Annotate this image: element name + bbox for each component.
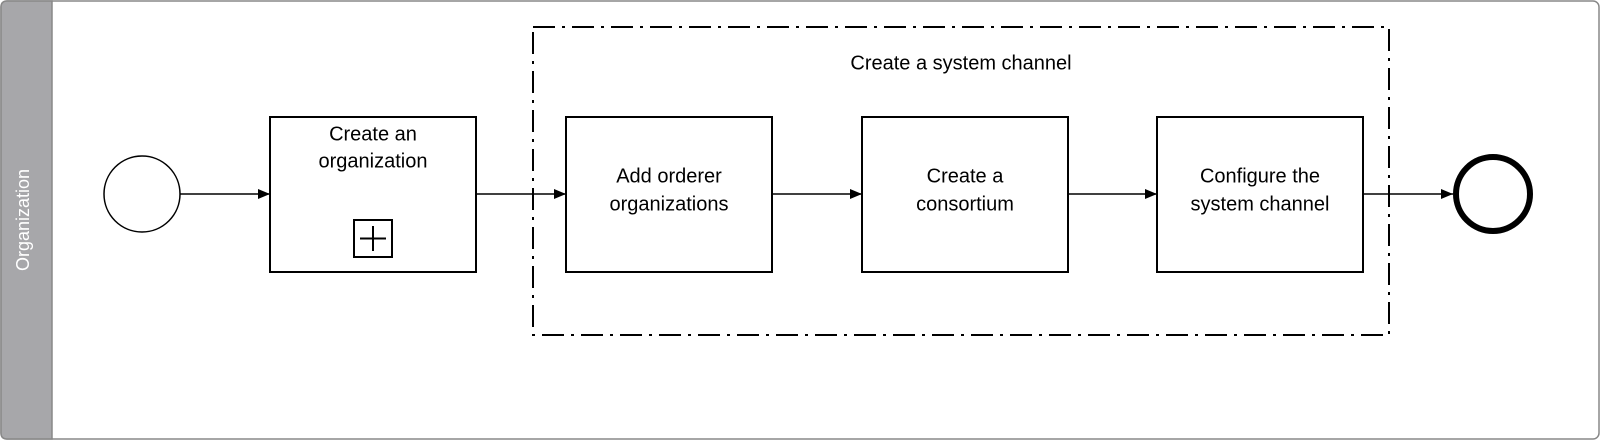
task-create-organization: Create an organization (269, 116, 477, 273)
lane-label: Organization (13, 169, 33, 271)
group-box (532, 26, 1390, 336)
task-label-line2: organizations (610, 193, 729, 215)
task-box (565, 116, 773, 273)
group-label: Create a system channel (850, 52, 1071, 74)
task-configure-system-channel: Configure the system channel (1156, 116, 1364, 273)
task-create-consortium: Create a consortium (861, 116, 1069, 273)
end-event (1453, 154, 1533, 234)
task-label-line2: organization (319, 150, 428, 172)
task-add-orderer-organizations: Add orderer organizations (565, 116, 773, 273)
task-label-line1: Create an (329, 123, 417, 145)
task-label-line1: Add orderer (616, 165, 722, 187)
task-label-line2: consortium (916, 193, 1014, 215)
task-label-line2: system channel (1191, 193, 1330, 215)
collapsed-subprocess-plus-icon (353, 219, 393, 258)
task-label-line1: Configure the (1200, 165, 1320, 187)
task-label-line1: Create a (927, 165, 1005, 187)
start-event (103, 155, 181, 233)
lane-header (0, 0, 53, 440)
